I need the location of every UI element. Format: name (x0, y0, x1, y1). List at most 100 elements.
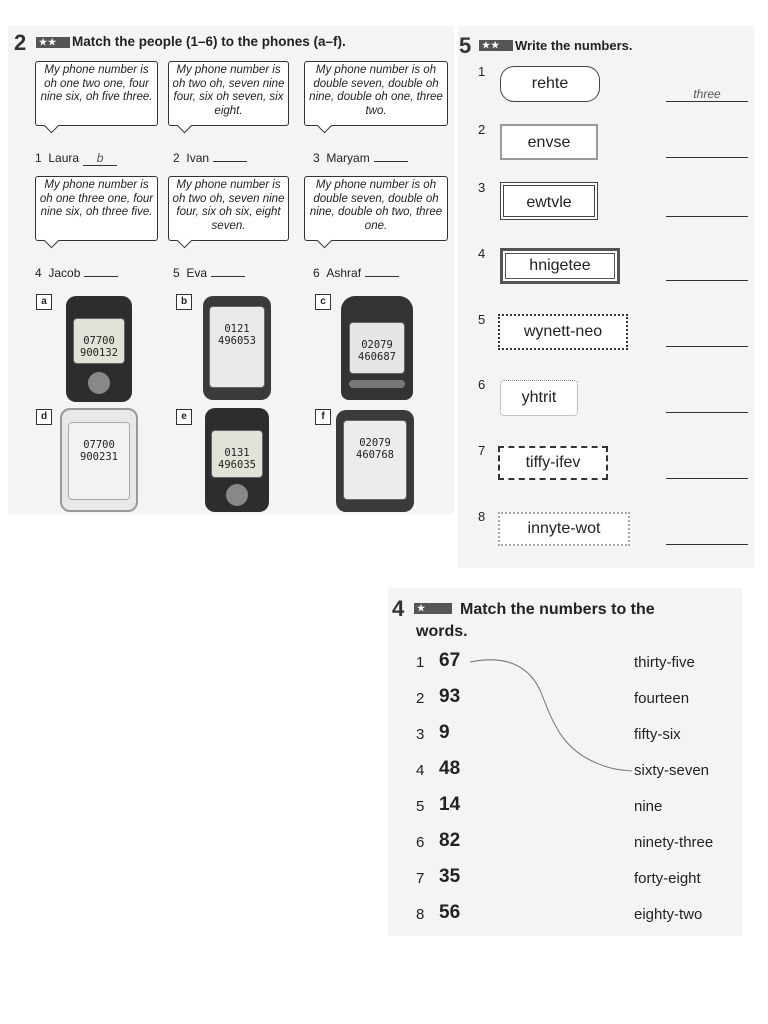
phone-c-screen: 02079 460687 (349, 322, 405, 374)
ex5-item-6-number: 6 (478, 377, 486, 392)
person-4-name: Jacob (48, 266, 81, 280)
phone-b-label: b (176, 294, 192, 310)
speech-bubble-3: My phone number is oh double seven, doub… (304, 61, 448, 134)
exercise-2-stars: ★★ (36, 37, 70, 48)
phone-b-line2: 496053 (218, 335, 256, 347)
phone-d-screen: 07700 900231 (68, 422, 130, 500)
phone-c-keypad (349, 380, 405, 388)
exercise-5-panel (458, 26, 754, 568)
ex5-item-4-answer[interactable] (666, 266, 748, 281)
ex4-word-5: nine (634, 798, 663, 815)
ex4-word-2: fourteen (634, 690, 690, 707)
ex4-word-7: forty-eight (634, 870, 701, 887)
phone-a-line2: 900132 (80, 347, 118, 359)
person-1-answer[interactable]: b (83, 151, 118, 166)
ex5-item-8-answer[interactable] (666, 530, 748, 545)
speech-bubble-1: My phone number is oh one two one, four … (35, 61, 158, 134)
speech-bubble-3-text: My phone number is oh double seven, doub… (309, 64, 443, 117)
ex5-item-5-number: 5 (478, 312, 486, 327)
phone-f: 02079 460768 (336, 410, 414, 512)
ex4-number-7-value: 35 (439, 866, 461, 887)
phone-e-label: e (176, 409, 192, 425)
speech-bubble-5-text: My phone number is oh two oh, seven nine… (172, 179, 285, 232)
exercise-4-title-line-1: Match the numbers to the (460, 601, 655, 618)
person-2-answer[interactable] (213, 161, 248, 162)
ex4-number-2-value: 93 (439, 686, 461, 707)
ex5-item-3-number: 3 (478, 180, 486, 195)
speech-bubble-4: My phone number is oh one three one, fou… (35, 176, 158, 249)
person-1-number: 1 (35, 151, 42, 165)
exercise-5-stars: ★★ (479, 40, 513, 51)
exercise-5-title: Write the numbers. (515, 38, 633, 53)
ex4-number-1-index: 1 (416, 654, 425, 671)
person-4: 4 Jacob (35, 266, 119, 280)
speech-bubble-4-text: My phone number is oh one three one, fou… (39, 179, 154, 218)
exercise-2-title: Match the people (1–6) to the phones (a–… (72, 34, 346, 49)
ex5-item-2-number: 2 (478, 122, 486, 137)
person-6-name: Ashraf (326, 266, 362, 280)
ex4-number-2-index: 2 (416, 690, 425, 707)
ex5-item-5-word: wynett-neo (498, 314, 628, 350)
exercise-4-stars: ★ (414, 603, 434, 614)
ex5-item-4-number: 4 (478, 246, 486, 261)
ex4-word-4: sixty-seven (634, 762, 710, 779)
person-3: 3 Maryam (313, 151, 408, 165)
speech-bubble-2: My phone number is oh two oh, seven nine… (168, 61, 289, 134)
person-5: 5 Eva (173, 266, 246, 280)
speech-bubble-2-text: My phone number is oh two oh, seven nine… (172, 64, 285, 117)
ex5-item-7-number: 7 (478, 443, 486, 458)
speech-bubble-6-text: My phone number is oh double seven, doub… (309, 179, 443, 232)
person-4-answer[interactable] (84, 276, 119, 277)
phone-c-line2: 460687 (358, 351, 396, 363)
phone-e-keypad (226, 484, 248, 506)
exercise-4-title-line-2: words. (416, 623, 468, 640)
speech-bubble-6: My phone number is oh double seven, doub… (304, 176, 448, 249)
phone-b-screen: 0121 496053 (209, 306, 265, 388)
phone-a: 07700 900132 (66, 296, 132, 402)
phone-d: 07700 900231 (60, 408, 138, 512)
phone-d-line2: 900231 (80, 451, 118, 463)
person-3-number: 3 (313, 151, 320, 165)
person-2-name: Ivan (186, 151, 210, 165)
phone-d-line1: 07700 (83, 439, 115, 451)
phone-b: 0121 496053 (203, 296, 271, 400)
ex4-number-3-index: 3 (416, 726, 425, 743)
ex5-item-7-answer[interactable] (666, 464, 748, 479)
phone-e-screen: 0131 496035 (211, 430, 263, 478)
ex5-item-7-word: tiffy-ifev (498, 446, 608, 480)
ex5-item-2-answer[interactable] (666, 143, 748, 158)
ex5-item-3-answer[interactable] (666, 202, 748, 217)
ex4-number-7-index: 7 (416, 870, 425, 887)
person-2-number: 2 (173, 151, 180, 165)
phone-a-line1: 07700 (83, 335, 115, 347)
person-5-number: 5 (173, 266, 180, 280)
ex5-item-2-word: envse (500, 124, 598, 160)
phone-a-screen: 07700 900132 (73, 318, 125, 364)
ex4-number-5-value: 14 (439, 794, 461, 815)
ex5-item-6-answer[interactable] (666, 398, 748, 413)
ex4-number-8-value: 56 (439, 902, 461, 923)
phone-e-line1: 0131 (224, 447, 250, 459)
phone-c-label: c (315, 294, 331, 310)
ex4-word-1: thirty-five (634, 654, 695, 671)
ex4-number-4-value: 48 (439, 758, 461, 779)
ex4-number-1-value: 67 (439, 650, 461, 671)
ex4-word-3: fifty-six (634, 726, 681, 743)
ex5-item-1-answer[interactable]: three (666, 87, 748, 102)
person-5-name: Eva (186, 266, 208, 280)
phone-f-screen: 02079 460768 (343, 420, 407, 500)
person-6-answer[interactable] (365, 276, 400, 277)
person-3-answer[interactable] (373, 161, 408, 162)
person-5-answer[interactable] (211, 276, 246, 277)
ex5-item-8-number: 8 (478, 509, 486, 524)
person-6: 6 Ashraf (313, 266, 400, 280)
phone-f-label: f (315, 409, 331, 425)
exercise-5-number: 5 (459, 33, 472, 58)
exercise-4-number: 4 (392, 596, 405, 621)
exercise-4-stars-bar (430, 603, 452, 614)
person-3-name: Maryam (326, 151, 370, 165)
person-1-name: Laura (48, 151, 80, 165)
ex5-item-6-word: yhtrit (500, 380, 578, 416)
ex5-item-5-answer[interactable] (666, 332, 748, 347)
